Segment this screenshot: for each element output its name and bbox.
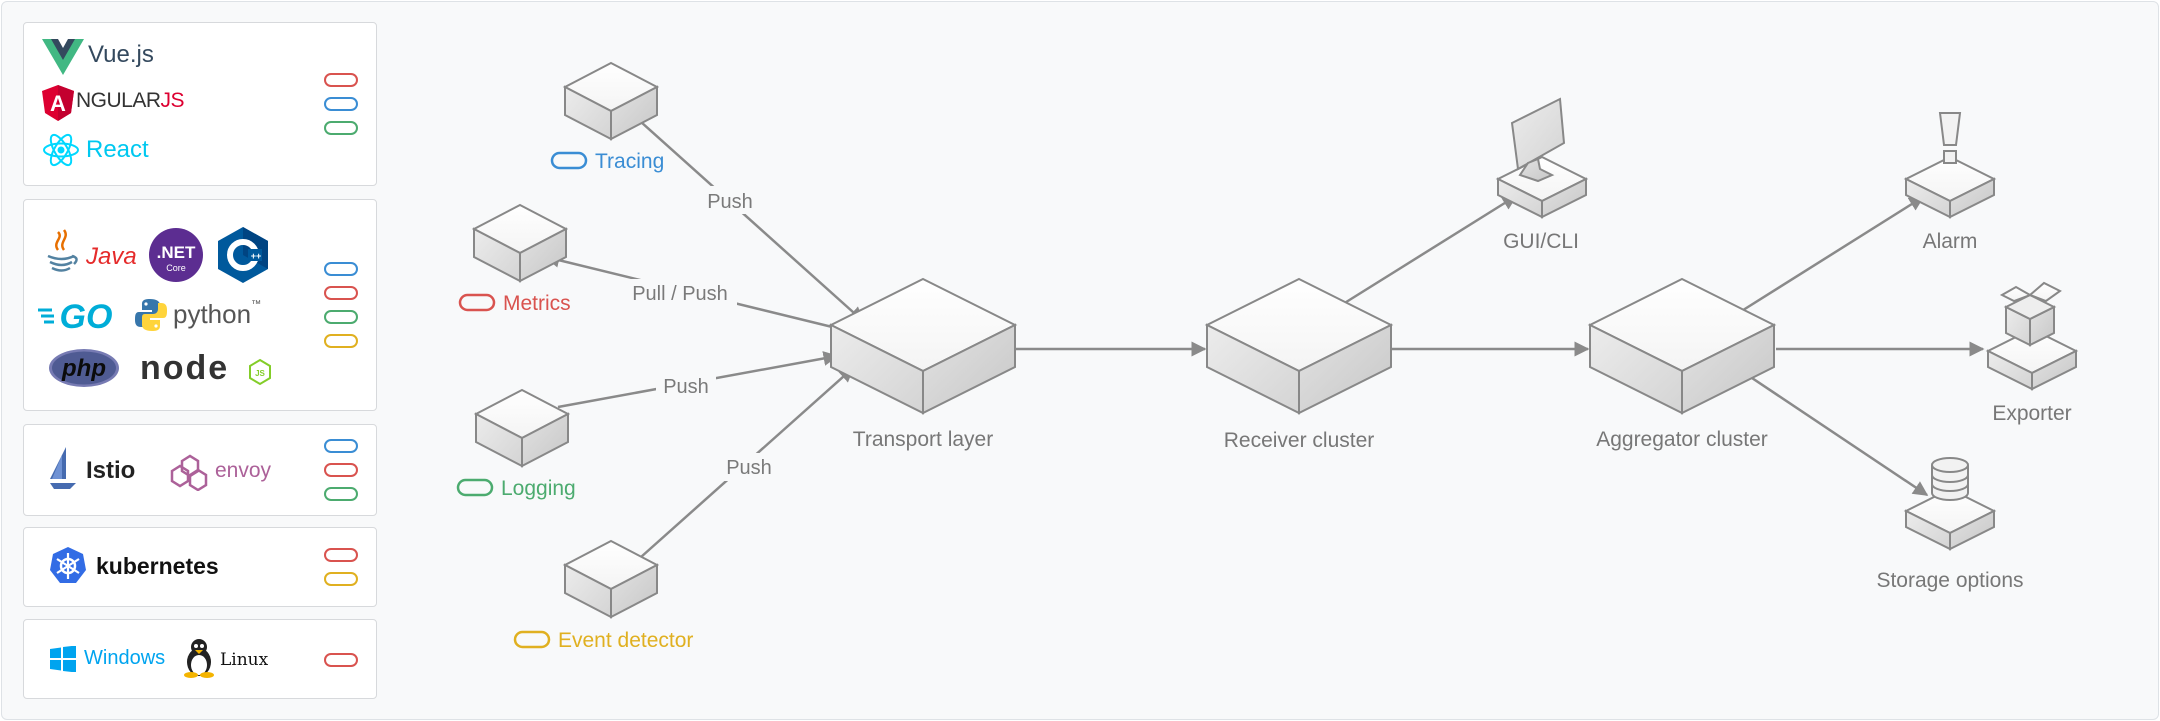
windows-label: Windows bbox=[84, 647, 166, 669]
envoy-icon bbox=[170, 454, 208, 491]
open-box-icon bbox=[1999, 281, 2062, 347]
java-icon bbox=[47, 229, 78, 272]
cube-gui-cli bbox=[1495, 155, 1589, 219]
database-icon bbox=[1931, 457, 1969, 501]
go-icon: GO bbox=[38, 298, 113, 334]
react-label: React bbox=[86, 136, 149, 163]
pill-logging bbox=[324, 310, 358, 324]
vue-label: Vue.js bbox=[88, 41, 154, 68]
pill-logging bbox=[324, 487, 358, 501]
svg-text:++: ++ bbox=[251, 251, 262, 261]
edge-label-metrics: Pull / Push bbox=[632, 283, 728, 305]
panel-operating-systems: Windows Linux bbox=[23, 619, 377, 699]
angular-icon: A bbox=[42, 85, 74, 121]
angular-label-js: JS bbox=[160, 89, 185, 112]
pill-metrics bbox=[324, 73, 358, 87]
label-tracing: Tracing bbox=[595, 150, 664, 173]
python-icon bbox=[135, 299, 167, 331]
label-transport-layer: Transport layer bbox=[853, 428, 993, 451]
edge-receiver-gui bbox=[1342, 194, 1518, 306]
cube-logging bbox=[473, 388, 571, 468]
label-receiver-cluster: Receiver cluster bbox=[1224, 429, 1375, 452]
pill-event bbox=[324, 334, 358, 348]
cube-metrics bbox=[471, 203, 569, 283]
cube-exporter bbox=[1985, 327, 2079, 391]
go-text: GO bbox=[60, 298, 113, 334]
node-text: node bbox=[140, 349, 229, 387]
cube-alarm bbox=[1903, 155, 1997, 219]
kubernetes-icon bbox=[50, 547, 86, 583]
istio-icon bbox=[50, 447, 76, 489]
legend-pill-logging bbox=[456, 478, 494, 497]
edge-label-event: Push bbox=[726, 457, 772, 479]
angular-label: NGULARJS bbox=[76, 89, 185, 113]
panel-frontend-frameworks: Vue.js A NGULARJS React bbox=[23, 22, 377, 186]
panel-service-mesh: Istio envoy bbox=[23, 424, 377, 516]
edge-label-logging: Push bbox=[663, 376, 709, 398]
python-label-text: python bbox=[173, 299, 252, 329]
linux-label: Linux bbox=[220, 650, 269, 670]
vue-icon bbox=[42, 39, 84, 75]
monitor-icon bbox=[1510, 97, 1566, 183]
pill-tracing bbox=[324, 262, 358, 276]
label-storage-options: Storage options bbox=[1876, 569, 2023, 592]
pill-metrics bbox=[324, 463, 358, 477]
edge-aggregator-alarm bbox=[1739, 195, 1925, 314]
legend-pill-tracing bbox=[550, 151, 588, 170]
envoy-label: envoy bbox=[215, 459, 272, 482]
dotnet-icon: .NET Core bbox=[149, 228, 203, 282]
legend-pill-event bbox=[513, 630, 551, 649]
cube-tracing bbox=[562, 61, 660, 141]
cpp-icon: ++ bbox=[218, 227, 268, 283]
label-alarm: Alarm bbox=[1923, 230, 1978, 253]
pill-metrics bbox=[324, 286, 358, 300]
pill-metrics bbox=[324, 548, 358, 562]
pill-event bbox=[324, 572, 358, 586]
pill-logging bbox=[324, 121, 358, 135]
pill-tracing bbox=[324, 97, 358, 111]
angular-label-main: NGULAR bbox=[76, 89, 161, 112]
cube-event bbox=[562, 539, 660, 619]
kubernetes-label: kubernetes bbox=[96, 553, 219, 579]
edge-label-tracing: Push bbox=[707, 191, 753, 213]
istio-label: Istio bbox=[86, 457, 136, 484]
python-label: python™ bbox=[173, 299, 261, 330]
edge-tracing bbox=[640, 121, 865, 323]
node-icon: node JS bbox=[140, 349, 271, 387]
label-metrics: Metrics bbox=[503, 292, 571, 315]
react-icon bbox=[43, 133, 79, 167]
php-text: php bbox=[61, 355, 106, 382]
panel-orchestration: kubernetes bbox=[23, 527, 377, 607]
legend-pill-metrics bbox=[458, 293, 496, 312]
label-exporter: Exporter bbox=[1992, 402, 2071, 425]
edge-aggregator-storage bbox=[1745, 372, 1929, 497]
windows-icon bbox=[50, 646, 76, 672]
java-label: Java bbox=[86, 243, 137, 270]
dotnet-sub-text: Core bbox=[166, 263, 186, 273]
exclamation-icon bbox=[1938, 112, 1962, 164]
php-icon: php bbox=[49, 349, 119, 387]
label-logging: Logging bbox=[501, 477, 576, 500]
label-gui-cli: GUI/CLI bbox=[1503, 230, 1579, 253]
svg-text:A: A bbox=[50, 91, 66, 116]
dotnet-text: .NET bbox=[157, 243, 196, 262]
label-event: Event detector bbox=[558, 629, 693, 652]
cube-receiver-cluster bbox=[1204, 277, 1394, 415]
cube-storage bbox=[1903, 487, 1997, 551]
label-aggregator-cluster: Aggregator cluster bbox=[1596, 428, 1768, 451]
python-tm: ™ bbox=[251, 299, 262, 310]
node-js-text: JS bbox=[255, 369, 265, 378]
linux-icon bbox=[184, 639, 214, 678]
pill-metrics bbox=[324, 653, 358, 667]
pill-tracing bbox=[324, 439, 358, 453]
panel-languages: Java .NET Core ++ GO python™ bbox=[23, 199, 377, 411]
cube-transport-layer bbox=[828, 277, 1018, 415]
cube-aggregator-cluster bbox=[1587, 277, 1777, 415]
